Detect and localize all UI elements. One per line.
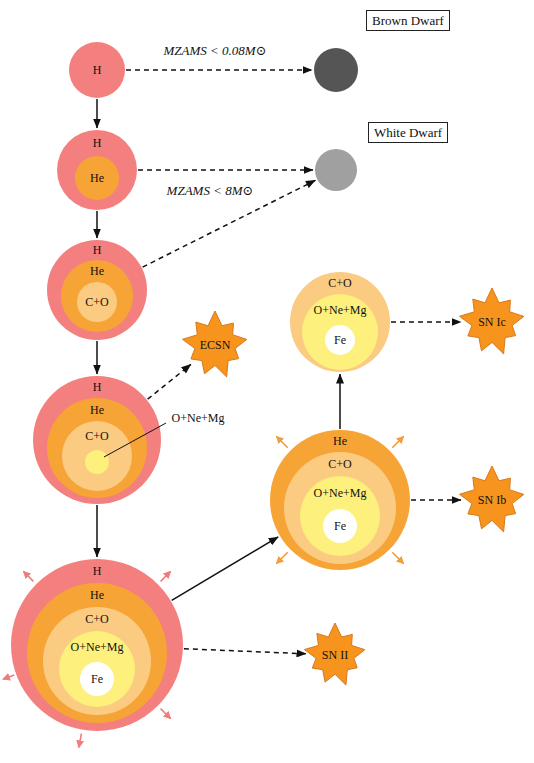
- star-layer: Fe: [323, 509, 357, 543]
- layer-label: C+O: [85, 295, 108, 309]
- evolution-arrow: [172, 537, 279, 601]
- remnant-label: Brown Dwarf: [366, 10, 450, 31]
- mass-loss-arrow: [79, 734, 82, 748]
- star-layer: H HeC+O O+Ne+MgFe: [11, 559, 183, 731]
- star-layer: HeC+O O+Ne+Mg: [47, 398, 147, 498]
- star-layer: Fe: [325, 325, 355, 355]
- star-layer: O+Ne+MgFe: [300, 476, 380, 556]
- evolution-arrow: [96, 341, 98, 374]
- star-layer: HeC+O O+Ne+MgFe: [270, 430, 410, 570]
- mass-loss-arrow: [161, 709, 171, 719]
- starburst-shape: [183, 311, 247, 377]
- layer-label: He: [90, 403, 104, 417]
- star-layer: HeC+O: [61, 260, 133, 332]
- supernova-label: ECSN: [200, 338, 231, 352]
- star-layer: O+Ne+MgFe: [302, 294, 378, 370]
- layer-label: He: [90, 171, 104, 185]
- starburst-shape: [460, 288, 524, 354]
- remnant-circle: White Dwarf: [315, 149, 357, 191]
- star-layer: H He: [57, 130, 137, 210]
- remnant-circle: Brown Dwarf: [314, 48, 358, 92]
- evolution-arrow: [96, 211, 98, 238]
- mass-loss-arrow: [161, 572, 171, 582]
- star-layer: He: [75, 156, 119, 200]
- layer-label: H: [93, 380, 102, 394]
- layer-label: Fe: [334, 519, 346, 533]
- supernova-label: SN Ic: [478, 315, 506, 329]
- layer-label: O+Ne+Mg: [314, 303, 367, 317]
- mass-loss-arrow: [392, 436, 403, 447]
- layer-label: Fe: [91, 672, 103, 686]
- star-layer: O+Ne+MgFe: [59, 631, 135, 707]
- layer-label: H: [93, 564, 102, 578]
- layer-label: C+O: [328, 276, 351, 290]
- star-layer: C+O: [77, 282, 117, 322]
- evolution-arrow: [96, 99, 98, 128]
- layer-label: Fe: [334, 333, 346, 347]
- leader-line: [104, 423, 166, 457]
- supernova-burst: ECSN: [181, 311, 249, 379]
- layer-label: O+Ne+Mg: [314, 486, 367, 500]
- star-layer: Fe: [80, 662, 114, 696]
- mass-loss-arrow: [276, 436, 287, 447]
- supernova-burst: SN Ib: [458, 466, 526, 534]
- star-layer: H HeC+O O+Ne+Mg: [33, 376, 161, 504]
- mass-condition: MZAMS < 8M⊙: [165, 183, 256, 198]
- layer-label: O+Ne+Mg: [71, 640, 124, 654]
- star-layer: C+O O+Ne+MgFe: [290, 272, 390, 372]
- layer-label: H: [93, 243, 102, 257]
- layer-label: O+Ne+Mg: [172, 411, 225, 425]
- starburst-shape: [460, 466, 524, 532]
- dashed-arrow: [126, 69, 312, 71]
- mass-loss-arrow: [276, 552, 287, 563]
- supernova-label: SN Ib: [478, 493, 506, 507]
- layer-label: C+O: [85, 429, 108, 443]
- supernova-label: SN II: [322, 648, 348, 662]
- dashed-arrow: [143, 180, 316, 267]
- dashed-arrow: [184, 649, 306, 654]
- layer-label: He: [90, 264, 104, 278]
- star-layer: H: [69, 42, 125, 98]
- dashed-arrow: [411, 499, 461, 501]
- layer-label: C+O: [328, 457, 351, 471]
- layer-label: C+O: [85, 612, 108, 626]
- dashed-arrow: [391, 321, 461, 323]
- mass-loss-arrow: [3, 675, 14, 679]
- layer-label: He: [333, 434, 347, 448]
- evolution-arrow: [96, 505, 98, 557]
- star-layer: H HeC+O: [47, 240, 147, 340]
- layer-label: H: [93, 63, 102, 77]
- supernova-burst: SN II: [303, 623, 367, 687]
- star-layer: HeC+O O+Ne+MgFe: [27, 583, 167, 723]
- star-layer: C+O O+Ne+Mg: [62, 421, 132, 491]
- star-layer: O+Ne+Mg: [85, 450, 109, 474]
- dashed-arrow: [138, 169, 313, 171]
- star-layer: C+O O+Ne+MgFe: [43, 607, 151, 715]
- dashed-arrow: [148, 364, 191, 399]
- star-layer: C+O O+Ne+MgFe: [284, 452, 396, 564]
- remnant-label: White Dwarf: [368, 122, 448, 143]
- supernova-burst: SN Ic: [458, 288, 526, 356]
- evolution-arrow: [339, 374, 341, 429]
- layer-label: He: [90, 588, 104, 602]
- mass-condition: MZAMS < 0.08M⊙: [161, 43, 268, 58]
- mass-loss-arrow: [392, 552, 403, 563]
- starburst-shape: [304, 623, 365, 685]
- layer-label: H: [93, 136, 102, 150]
- mass-loss-arrow: [24, 572, 34, 582]
